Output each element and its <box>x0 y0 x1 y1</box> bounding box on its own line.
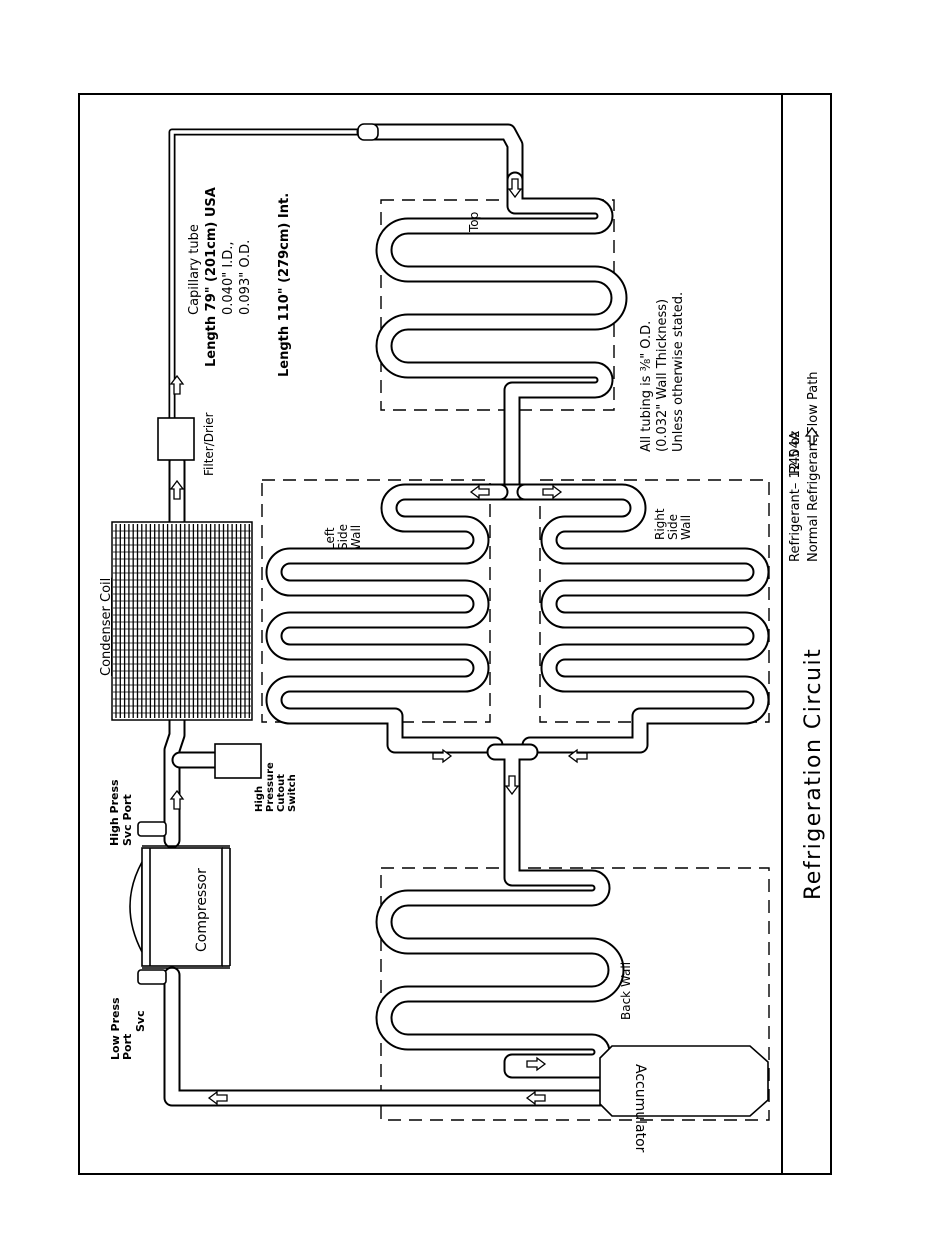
compressor <box>129 845 231 969</box>
filter-drier-label: Filter/Drier <box>202 412 216 476</box>
accumulator-label: Accumulator <box>632 1064 648 1153</box>
low-press-svc-port <box>137 969 167 985</box>
left-wall-line2: Side <box>336 524 350 550</box>
high-port-line1: High Press <box>108 779 121 846</box>
low-port-line1: Low Press <box>109 997 122 1060</box>
capillary-line1: Capillary tube <box>187 224 202 315</box>
diagram-title: Refrigeration Circuit <box>801 648 826 900</box>
high-port-line2: Svc Port <box>121 794 134 846</box>
left-side-wall-zone <box>261 479 491 723</box>
capillary-line5: Length 110" (279cm) Int. <box>277 193 292 377</box>
flow-arrow-icon <box>507 178 523 199</box>
flow-arrow-icon <box>169 789 185 810</box>
flow-arrow-icon <box>169 479 185 500</box>
flow-legend-label: Normal Refrigerant Flow Path <box>806 371 821 562</box>
right-wall-line3: Wall <box>679 515 693 540</box>
tubing-note-line3: Unless otherwise stated. <box>671 292 686 452</box>
accumulator <box>599 1045 769 1117</box>
high-press-svc-port <box>137 821 167 837</box>
right-side-wall-zone <box>539 479 770 723</box>
right-wall-line1: Right <box>653 508 667 540</box>
compressor-label: Compressor <box>194 868 210 952</box>
flow-arrow-icon <box>526 1056 547 1072</box>
right-wall-line2: Side <box>666 514 680 540</box>
back-wall-zone <box>380 867 770 1121</box>
flow-arrow-icon <box>567 748 588 764</box>
flow-arrow-icon <box>504 775 520 796</box>
tubing-note-line2: (0.032" Wall Thickness) <box>655 299 670 452</box>
page-frame <box>78 93 832 1175</box>
capillary-line3: 0.040" I.D., <box>221 241 236 315</box>
flow-arrow-icon <box>469 484 490 500</box>
capillary-joint <box>357 123 379 141</box>
flow-arrow-icon <box>432 748 453 764</box>
flow-arrow-icon <box>525 1090 546 1106</box>
back-wall-label: Back Wall <box>619 962 633 1020</box>
hp-switch-line3: Cutout <box>276 774 287 812</box>
refrigerant-code: R404A <box>788 431 803 474</box>
low-port-line2: Port <box>121 1034 134 1060</box>
hp-switch-line1: High <box>254 786 265 812</box>
hp-switch-line2: Pressure <box>265 762 276 812</box>
top-label: Top <box>467 212 481 233</box>
hp-switch-line4: Switch <box>287 774 298 812</box>
tubing-note-line1: All tubing is ⅜" O.D. <box>639 321 654 452</box>
refrigerant-charge: Refrigerant– 12.5 oz <box>788 430 803 562</box>
left-wall-line1: Left <box>323 527 337 550</box>
flow-arrow-icon <box>169 374 185 395</box>
flow-arrow-icon <box>542 484 563 500</box>
condenser-coil <box>111 521 253 721</box>
filter-drier <box>157 417 195 461</box>
capillary-line2: Length 79" (201cm) USA <box>204 187 219 367</box>
flow-arrows <box>169 178 588 1106</box>
flow-arrow-icon <box>207 1090 228 1106</box>
left-wall-line3: Wall <box>349 525 363 550</box>
flow-arrow-icon <box>804 426 820 445</box>
low-port-line3: Svc <box>134 1010 147 1032</box>
capillary-line4: 0.093" O.D. <box>238 240 253 315</box>
tubing <box>163 123 770 1107</box>
hp-cutout-switch <box>214 743 262 779</box>
condenser-label: Condenser Coil <box>99 578 114 676</box>
